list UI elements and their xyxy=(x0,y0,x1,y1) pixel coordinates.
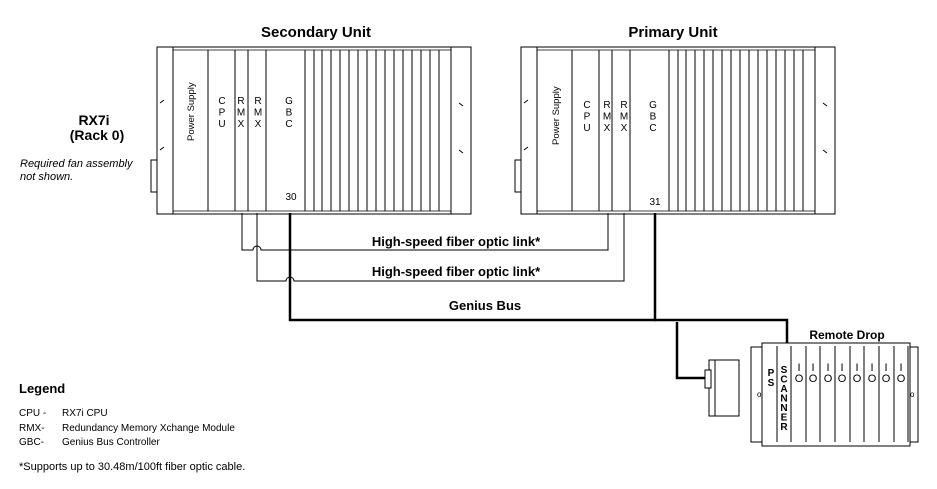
legend-abbr-gbc: GBC- xyxy=(19,437,44,448)
primary-gbc-address: 31 xyxy=(649,197,661,208)
primary-unit-title: Primary Unit xyxy=(628,24,717,41)
svg-text:PS: PS xyxy=(768,368,775,389)
genius-bus-cable xyxy=(288,213,789,380)
legend-footnote: *Supports up to 30.48m/100ft fiber optic… xyxy=(19,461,245,473)
primary-power-supply-label: Power Supply xyxy=(551,86,562,145)
bus-terminal-device xyxy=(704,359,740,417)
fan-note-line2: not shown. xyxy=(20,171,73,183)
secondary-gbc-address: 30 xyxy=(285,192,297,203)
svg-text:CPU: CPU xyxy=(583,100,590,134)
svg-text:RMX: RMX xyxy=(254,96,262,130)
legend-abbr-rmx: RMX- xyxy=(19,423,45,434)
legend-desc-rmx: Redundancy Memory Xchange Module xyxy=(62,423,235,434)
remote-drop-title: Remote Drop xyxy=(809,328,884,342)
svg-text:RMX: RMX xyxy=(237,96,245,130)
legend-desc-gbc: Genius Bus Controller xyxy=(62,437,160,448)
secondary-unit-title: Secondary Unit xyxy=(261,24,371,41)
svg-text:GBC: GBC xyxy=(649,100,657,134)
svg-text:RMX: RMX xyxy=(620,100,628,134)
remote-drop-slot-dividers xyxy=(776,346,909,442)
svg-text:GBC: GBC xyxy=(285,96,293,130)
secondary-slot-dividers xyxy=(207,50,440,211)
svg-text:RMX: RMX xyxy=(603,100,611,134)
legend-abbr-cpu: CPU - xyxy=(19,408,46,419)
fan-note-line1: Required fan assembly xyxy=(20,158,134,170)
legend: Legend CPU - RX7i CPU RMX- Redundancy Me… xyxy=(19,381,245,473)
legend-title: Legend xyxy=(19,381,65,396)
remote-drop-mount-hole-left: o xyxy=(757,390,762,399)
primary-slot-dividers xyxy=(571,50,804,211)
remote-drop-mount-hole-right: o xyxy=(910,390,915,399)
genius-bus-label: Genius Bus xyxy=(449,298,521,313)
rack-label-line2: (Rack 0) xyxy=(70,127,124,143)
rack-label-line1: RX7i xyxy=(78,112,109,128)
fiber-link-1-label: High-speed fiber optic link* xyxy=(372,234,541,249)
fiber-link-2-label: High-speed fiber optic link* xyxy=(372,264,541,279)
secondary-power-supply-label: Power Supply xyxy=(186,82,197,141)
svg-text:CPU: CPU xyxy=(218,96,225,130)
legend-desc-cpu: RX7i CPU xyxy=(62,408,108,419)
